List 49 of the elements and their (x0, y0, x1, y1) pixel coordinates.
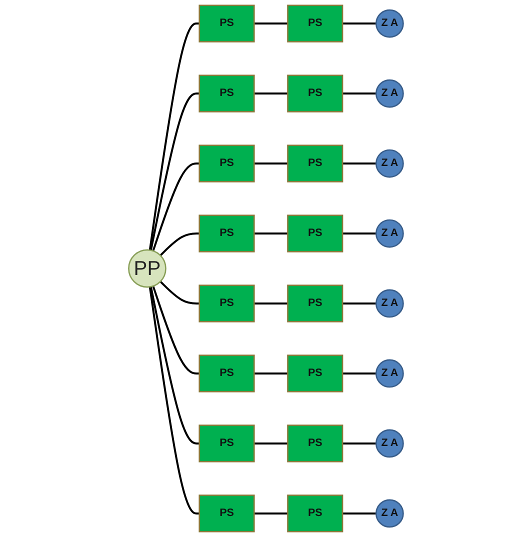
connector (254, 372, 288, 374)
connector (148, 22, 199, 250)
node-circle: Z A (375, 429, 404, 458)
node-box: PS (286, 494, 343, 532)
connector (159, 280, 199, 304)
node-box: PS (286, 284, 343, 322)
node-box: PS (286, 354, 343, 392)
node-box: PS (198, 74, 254, 112)
connector (254, 162, 288, 165)
connector (254, 302, 288, 304)
node-box: PS (198, 214, 254, 252)
connector (152, 162, 199, 252)
node-circle: Z A (375, 289, 404, 318)
connector (342, 162, 376, 165)
node-box: PS (198, 4, 254, 42)
connector (342, 92, 376, 95)
connector (342, 372, 376, 374)
node-circle: Z A (375, 219, 404, 248)
node-box: PS (286, 144, 343, 182)
connector (148, 286, 199, 514)
node-circle: Z A (375, 79, 404, 108)
node-circle: Z A (375, 149, 404, 178)
connector (342, 512, 376, 514)
node-circle: PP (128, 249, 166, 288)
node-box: PS (286, 214, 343, 252)
connector (254, 232, 288, 235)
connector (149, 92, 199, 251)
connector (342, 232, 376, 235)
node-box: PS (198, 424, 254, 462)
connector (254, 512, 288, 514)
connector (149, 286, 199, 444)
connector (254, 442, 288, 444)
node-circle: Z A (375, 9, 404, 38)
connector (342, 442, 376, 444)
node-box: PS (198, 144, 254, 182)
connector (342, 302, 376, 304)
node-box: PS (198, 284, 254, 322)
connector (152, 286, 199, 374)
connector (342, 22, 376, 25)
node-box: PS (286, 4, 343, 42)
node-box: PS (198, 494, 254, 532)
connector (254, 92, 288, 95)
node-box: PS (286, 74, 343, 112)
connector (254, 22, 288, 25)
node-circle: Z A (375, 359, 404, 388)
node-box: PS (286, 424, 343, 462)
node-circle: Z A (375, 499, 404, 528)
node-box: PS (198, 354, 254, 392)
connector (159, 232, 199, 256)
